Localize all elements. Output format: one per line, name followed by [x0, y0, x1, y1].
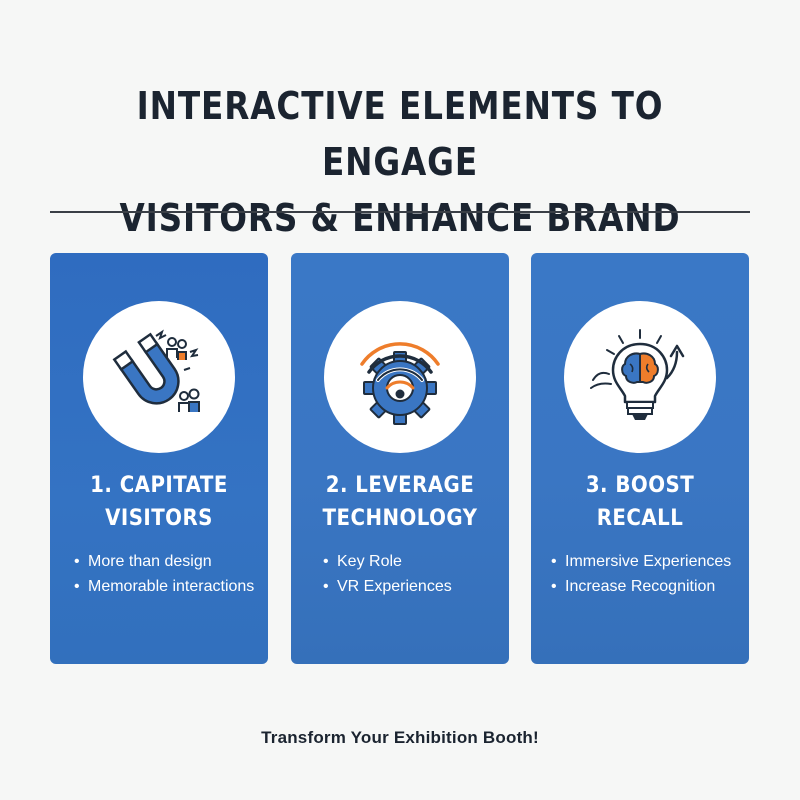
bullet-item: Key Role	[323, 549, 501, 574]
icon-badge	[83, 301, 235, 453]
card-title: 3. BOOST RECALL	[542, 469, 738, 535]
bullet-item: VR Experiences	[323, 574, 501, 599]
magnet-people-icon	[112, 329, 200, 412]
card-title-line-1: 3. BOOST	[585, 473, 695, 498]
card-boost-recall: 3. BOOST RECALL Immersive Experiences In…	[531, 253, 749, 664]
bullet-list: More than design Memorable interactions	[74, 549, 260, 599]
bullet-item: Immersive Experiences	[551, 549, 741, 574]
card-title-line-2: RECALL	[596, 506, 684, 531]
card-leverage-technology: 2. LEVERAGE TECHNOLOGY Key Role VR Exper…	[291, 253, 509, 664]
bullet-item: Increase Recognition	[551, 574, 741, 599]
bullet-item: Memorable interactions	[74, 574, 260, 599]
bullet-list: Key Role VR Experiences	[323, 549, 501, 599]
card-title-line-2: TECHNOLOGY	[322, 506, 478, 531]
card-title: 1. CAPITATE VISITORS	[61, 469, 257, 535]
bullet-list: Immersive Experiences Increase Recogniti…	[551, 549, 741, 599]
footer-tagline: Transform Your Exhibition Booth!	[261, 728, 539, 747]
card-title-line-2: VISITORS	[105, 506, 213, 531]
gear-wifi-icon	[360, 342, 440, 425]
title-divider	[50, 211, 750, 213]
icon-badge	[324, 301, 476, 453]
icon-badge	[564, 301, 716, 453]
card-title: 2. LEVERAGE TECHNOLOGY	[302, 469, 498, 535]
title-line-1: INTERACTIVE ELEMENTS TO ENGAGE	[136, 84, 664, 184]
bullet-item: More than design	[74, 549, 260, 574]
card-title-line-1: 2. LEVERAGE	[325, 473, 475, 498]
card-capitate-visitors: 1. CAPITATE VISITORS More than design Me…	[50, 253, 268, 664]
card-title-line-1: 1. CAPITATE	[90, 473, 228, 498]
lightbulb-brain-icon	[590, 329, 685, 420]
